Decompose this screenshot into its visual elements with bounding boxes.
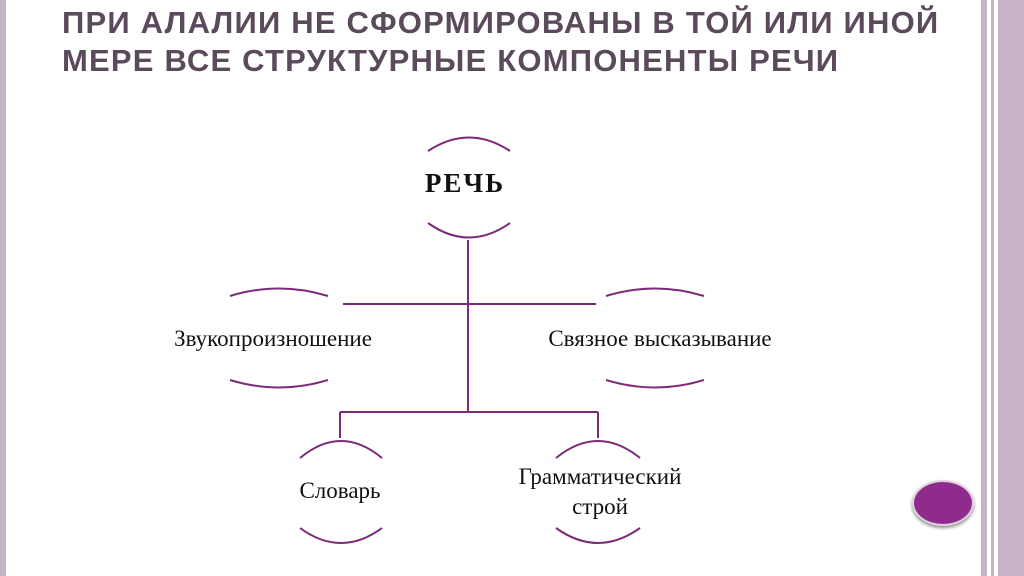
gram-node-arc-top — [555, 440, 641, 459]
root-node-arc-top — [427, 136, 511, 152]
slovar-node-arc-top — [299, 440, 383, 459]
node-root-label: РЕЧЬ — [424, 168, 506, 198]
right-decorative-panel — [979, 0, 1024, 576]
right-node-arc-bottom — [605, 379, 705, 389]
node-right-label: Связное высказывание — [548, 326, 772, 351]
next-slide-button[interactable] — [912, 480, 974, 526]
node-bottom-left-label: Словарь — [299, 478, 381, 503]
slovar-node-arc-bottom — [299, 527, 383, 544]
root-node-arc-bottom — [427, 222, 511, 239]
right-node-arc-top — [605, 287, 705, 297]
speech-structure-diagram — [229, 136, 705, 544]
slide-title: ПРИ АЛАЛИИ НЕ СФОРМИРОВАНЫ В ТОЙ ИЛИ ИНО… — [62, 5, 940, 78]
node-bottom-right-label: Грамматический строй — [518, 464, 682, 519]
left-node-arc-bottom — [229, 379, 329, 389]
gram-node-arc-bottom — [555, 527, 641, 544]
left-border-stripe — [0, 0, 6, 576]
left-node-arc-top — [229, 287, 329, 297]
node-left-label: Звукопроизношение — [174, 326, 372, 351]
